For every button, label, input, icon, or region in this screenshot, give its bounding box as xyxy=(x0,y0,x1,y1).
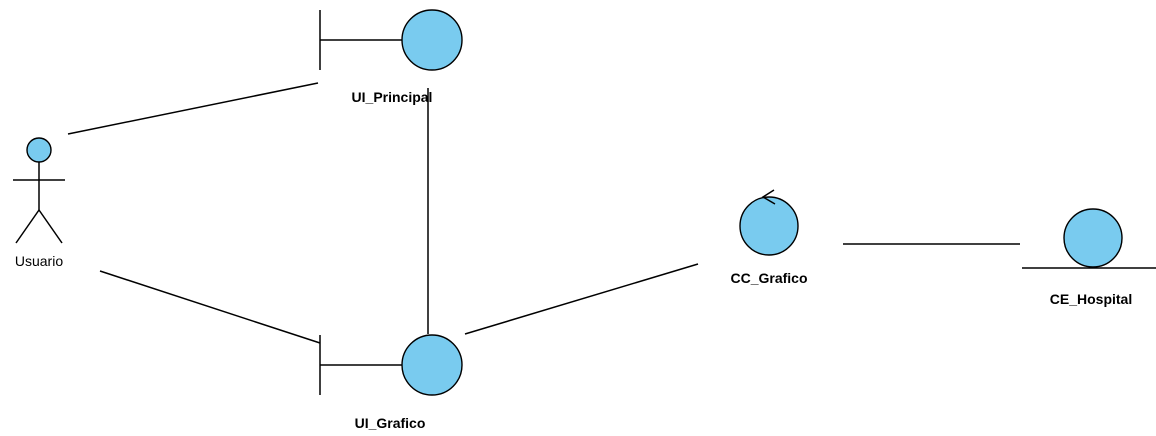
control-cc-grafico[interactable]: CC_Grafico xyxy=(730,189,808,286)
associations xyxy=(67,82,1020,344)
association-usuario-ui-grafico[interactable] xyxy=(99,270,321,344)
boundary-ui-principal-label: UI_Principal xyxy=(352,89,433,105)
association-ui-grafico-cc-grafico[interactable] xyxy=(464,263,699,335)
control-cc-grafico-label: CC_Grafico xyxy=(730,270,807,286)
boundary-ui-grafico-label: UI_Grafico xyxy=(355,415,426,431)
actor-stick-figure-icon xyxy=(13,137,65,244)
entity-ce-hospital-label: CE_Hospital xyxy=(1050,291,1132,307)
boundary-class-icon xyxy=(319,334,463,396)
control-class-icon xyxy=(739,189,799,256)
boundary-ui-grafico[interactable]: UI_Grafico xyxy=(319,334,463,431)
entity-class-icon xyxy=(1022,208,1156,269)
boundary-ui-principal[interactable]: UI_Principal xyxy=(319,9,463,105)
entity-ce-hospital[interactable]: CE_Hospital xyxy=(1022,208,1156,307)
actor-usuario-label: Usuario xyxy=(15,253,63,269)
association-usuario-ui-principal[interactable] xyxy=(67,82,319,135)
actor-usuario[interactable]: Usuario xyxy=(13,137,65,269)
boundary-class-icon xyxy=(319,9,463,71)
